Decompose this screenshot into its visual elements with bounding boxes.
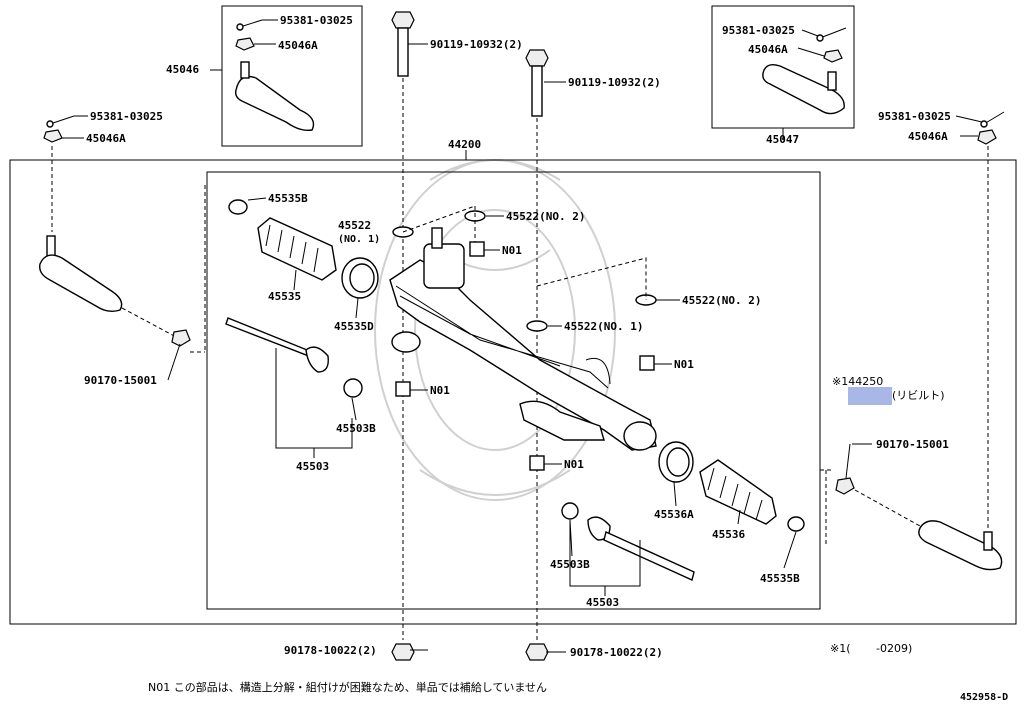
nut-left[interactable] (171, 329, 191, 347)
label-clip-br[interactable]: 45535B (760, 572, 800, 585)
label-box-right-id[interactable]: 45047 (766, 133, 799, 146)
label-r-pin[interactable]: 95381-03025 (878, 110, 951, 123)
label-washer-no1[interactable]: 45522 (338, 219, 371, 232)
label-tr-pin[interactable]: 95381-03025 (722, 24, 795, 37)
tie-rod-end-left-box (221, 5, 363, 147)
label-band-l[interactable]: 45535D (334, 320, 374, 333)
bottom-nut-right[interactable] (525, 643, 549, 661)
inner-tie-rod-right[interactable] (587, 516, 695, 581)
label-washer-r[interactable]: 45503B (550, 558, 590, 571)
label-assembly[interactable]: 44200 (448, 138, 481, 151)
boot-45535[interactable] (257, 217, 337, 281)
part-labels: 95381-03025 45046A 45046 90119-10932(2) … (84, 14, 1008, 703)
label-n01-d[interactable]: N01 (564, 458, 584, 471)
label-band-r[interactable]: 45536A (654, 508, 694, 521)
tie-rod-end-right-part[interactable] (762, 27, 847, 115)
clip-45535b-left[interactable] (228, 199, 248, 215)
label-rebuilt-text: (リビルト) (892, 389, 945, 402)
bushing-n01-right[interactable] (639, 355, 655, 371)
label-n01-c[interactable]: N01 (430, 384, 450, 397)
label-washer-no2-mid[interactable]: 45522(NO. 2) (682, 294, 761, 307)
label-n01-note: N01 この部品は、構造上分解・組付けが困難なため、単品では補給していません (148, 680, 547, 694)
washer-45522-no1-mid[interactable] (526, 320, 548, 332)
label-rod-l[interactable]: 45503 (296, 460, 329, 473)
outer-tie-rod-end-left[interactable] (39, 115, 123, 313)
label-bolt-1[interactable]: 90119-10932(2) (430, 38, 523, 51)
outer-tie-rod-end-right[interactable] (918, 111, 1005, 571)
label-tl-pin[interactable]: 95381-03025 (280, 14, 353, 27)
bushing-n01-top[interactable] (469, 241, 485, 257)
label-washer-no2-top[interactable]: 45522(NO. 2) (506, 210, 585, 223)
boot-45536[interactable] (699, 459, 777, 525)
label-tl-nut[interactable]: 45046A (278, 39, 318, 52)
outer-assembly-frame (9, 159, 1017, 625)
label-washer-no1-mid[interactable]: 45522(NO. 1) (564, 320, 643, 333)
label-bottom-nut-l[interactable]: 90178-10022(2) (284, 644, 377, 657)
label-n01-a[interactable]: N01 (502, 244, 522, 257)
label-diagram-id: 452958-D (960, 692, 1008, 703)
label-rod-r[interactable]: 45503 (586, 596, 619, 609)
label-nut-l[interactable]: 90170-15001 (84, 374, 157, 387)
label-tr-nut[interactable]: 45046A (748, 43, 788, 56)
label-nut-r[interactable]: 90170-15001 (876, 438, 949, 451)
label-washer-no1-sub: (NO. 1) (338, 234, 380, 245)
label-clip-tl[interactable]: 45535B (268, 192, 308, 205)
label-l-nut[interactable]: 45046A (86, 132, 126, 145)
leader-lines (62, 19, 983, 653)
washer-45503b-left[interactable] (343, 378, 363, 398)
label-box-left-id[interactable]: 45046 (166, 63, 199, 76)
bolt-left[interactable] (391, 11, 415, 77)
rebuilt-highlight (848, 387, 892, 405)
washer-45503b-right[interactable] (561, 502, 579, 520)
label-washer-l[interactable]: 45503B (336, 422, 376, 435)
label-boot-r[interactable]: 45536 (712, 528, 745, 541)
inner-rack-frame (206, 171, 821, 610)
bushing-n01-bottom[interactable] (529, 455, 545, 471)
bolt-right[interactable] (525, 49, 549, 117)
clip-45535b-right[interactable] (787, 516, 805, 532)
steering-rack-housing[interactable] (389, 227, 657, 451)
label-r-nut[interactable]: 45046A (908, 130, 948, 143)
inner-tie-rod-left[interactable] (225, 317, 329, 373)
bushing-n01-left[interactable] (395, 381, 411, 397)
tie-rod-end-left-part[interactable] (234, 19, 315, 132)
label-rebuilt-code[interactable]: ※144250 (832, 375, 883, 388)
label-footnote: ※1( -0209) (830, 642, 912, 655)
label-boot-l[interactable]: 45535 (268, 290, 301, 303)
band-45535d[interactable] (341, 257, 379, 299)
band-45536a[interactable] (658, 441, 694, 483)
label-bottom-nut-r[interactable]: 90178-10022(2) (570, 646, 663, 659)
bottom-nut-left[interactable] (391, 643, 415, 661)
label-n01-b[interactable]: N01 (674, 358, 694, 371)
label-l-pin[interactable]: 95381-03025 (90, 110, 163, 123)
label-bolt-2[interactable]: 90119-10932(2) (568, 76, 661, 89)
nut-right[interactable] (835, 477, 855, 495)
